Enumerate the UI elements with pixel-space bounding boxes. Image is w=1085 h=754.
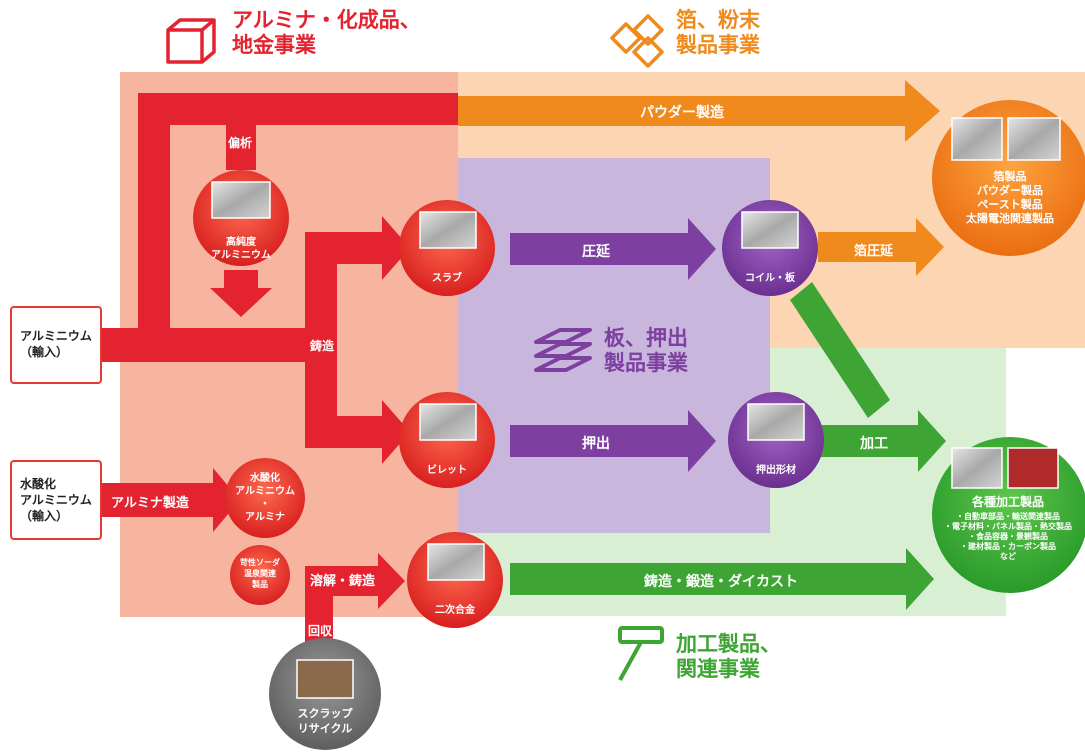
alumina-title-line1: アルミナ・化成品、 xyxy=(232,8,421,32)
aluminium-import-line1: アルミニウム xyxy=(20,329,92,343)
fabricated-products-line3: ・食品容器・景観製品 xyxy=(968,532,1048,541)
sheet-title-line2: 製品事業 xyxy=(604,351,688,375)
caustic-soda-line3: 製品 xyxy=(252,580,268,589)
fabricated-products-label: 各種加工製品 ・自動車部品・輸送関連製品 ・電子材料・パネル製品・熱交製品 ・食… xyxy=(932,494,1084,562)
high-purity-line2: アルミニウム xyxy=(211,250,271,261)
foil-products-label: 箔製品 パウダー製品 ペースト製品 太陽電池関連製品 xyxy=(940,170,1080,226)
foil-products-line3: ペースト製品 xyxy=(977,198,1043,211)
fabricated-products-line1: ・自動車部品・輸送関連製品 xyxy=(956,512,1060,521)
aluminium-import-line2: （輸入） xyxy=(20,345,69,359)
powder-arrow xyxy=(458,80,940,142)
foil-products-node xyxy=(932,100,1085,256)
coil-plate-node xyxy=(722,200,818,296)
hydroxide-import-line3: （輸入） xyxy=(20,509,69,523)
hydroxide-alumina-line4: アルミナ xyxy=(245,512,285,523)
caustic-soda-label: 苛性ソーダ 温泉関連 製品 xyxy=(230,557,290,590)
foil-products-line1: 箔製品 xyxy=(993,170,1027,183)
foil-products-line4: 太陽電池関連製品 xyxy=(966,212,1054,225)
collection-label: 回収 xyxy=(308,624,333,638)
fab-segment-title: 加工製品、 関連事業 xyxy=(676,632,781,682)
processing-arrow xyxy=(790,282,946,472)
caustic-soda-node xyxy=(230,545,290,605)
rolling-arrow xyxy=(510,218,716,280)
extrusion-node xyxy=(728,392,824,488)
caustic-soda-line1: 苛性ソーダ xyxy=(240,558,280,567)
extrusion-arrow xyxy=(510,410,716,472)
fabricated-products-title: 各種加工製品 xyxy=(971,495,1044,509)
fab-title-line1: 加工製品、 xyxy=(676,632,781,656)
foil-title-line2: 製品事業 xyxy=(676,33,760,57)
high-purity-line1: 高純度 xyxy=(226,237,256,248)
coil-plate-label: コイル・板 xyxy=(745,273,795,284)
alumina-production-label: アルミナ製造 xyxy=(111,496,189,511)
sheet-region xyxy=(458,158,770,533)
slab-label: スラブ xyxy=(432,273,462,284)
fabricated-products-line4: ・建材製品・カーボン製品 xyxy=(960,542,1056,551)
casting-arrows xyxy=(305,216,410,464)
hydroxide-import-line1: 水酸化 xyxy=(20,477,57,491)
foil-title-line1: 箔、粉末 xyxy=(676,8,760,32)
box-icon xyxy=(166,18,216,64)
stacked-plates-icon xyxy=(534,328,592,372)
scrap-recycle-line2: リサイクル xyxy=(297,722,353,735)
sheet-title-line1: 板、押出 xyxy=(604,326,688,350)
hydroxide-alumina-node xyxy=(225,458,305,538)
melting-arrow xyxy=(305,553,405,646)
secondary-alloy-label: 二次合金 xyxy=(435,605,475,616)
slab-node xyxy=(399,200,495,296)
billet-node xyxy=(399,392,495,488)
fab-title-line2: 関連事業 xyxy=(676,657,760,681)
processing-label: 加工 xyxy=(860,436,888,452)
secondary-alloy-node xyxy=(407,532,503,628)
high-purity-node xyxy=(193,170,289,266)
casting-label: 鋳造 xyxy=(310,339,335,353)
roller-tool-icon xyxy=(618,626,664,681)
caustic-soda-line2: 温泉関連 xyxy=(244,569,276,578)
rolling-label: 圧延 xyxy=(582,244,610,260)
scrap-recycle-line1: スクラップ xyxy=(297,707,353,720)
aluminium-main-line xyxy=(100,93,458,362)
forging-arrow xyxy=(510,548,934,610)
aluminium-import-box: アルミニウム （輸入） xyxy=(10,306,102,384)
fabricated-products-line2: ・電子材料・パネル製品・熱交製品 xyxy=(944,522,1072,531)
scrap-recycle-label: スクラップ リサイクル xyxy=(285,706,365,736)
foil-rolling-label: 箔圧延 xyxy=(854,244,894,259)
sheet-segment-title: 板、押出 製品事業 xyxy=(604,326,688,376)
hydroxide-alumina-line1: 水酸化 xyxy=(250,473,280,484)
hydroxide-alumina-line2: アルミニウム xyxy=(235,486,295,497)
foil-segment-title: 箔、粉末 製品事業 xyxy=(676,8,760,58)
foil-products-line2: パウダー製品 xyxy=(977,184,1043,197)
melting-casting-label: 溶解・鋳造 xyxy=(310,574,376,589)
high-purity-label: 高純度 アルミニウム xyxy=(196,236,286,262)
hydroxide-alumina-label: 水酸化 アルミニウム ・ アルミナ xyxy=(225,472,305,524)
scrap-recycle-node xyxy=(269,638,381,750)
powder-label: パウダー製造 xyxy=(640,105,724,121)
fabricated-products-node xyxy=(932,437,1085,593)
extrusion-node-label: 押出形材 xyxy=(756,465,796,476)
billet-label: ビレット xyxy=(427,465,467,476)
foil-rolling-arrow xyxy=(818,218,944,276)
alumina-segment-title: アルミナ・化成品、 地金事業 xyxy=(232,8,421,58)
extrusion-label: 押出 xyxy=(582,436,610,452)
alumina-title-line2: 地金事業 xyxy=(232,33,316,57)
foil-roll-icon xyxy=(610,14,664,68)
fabricated-products-line5: など xyxy=(1000,552,1016,561)
hydroxide-import-box: 水酸化 アルミニウム （輸入） xyxy=(10,460,102,540)
segregation-label: 偏析 xyxy=(228,136,253,150)
forging-label: 鋳造・鍛造・ダイカスト xyxy=(644,574,798,590)
hydroxide-alumina-line3: ・ xyxy=(260,499,270,510)
segregation-arrow xyxy=(210,125,272,317)
hydroxide-import-line2: アルミニウム xyxy=(20,493,92,507)
